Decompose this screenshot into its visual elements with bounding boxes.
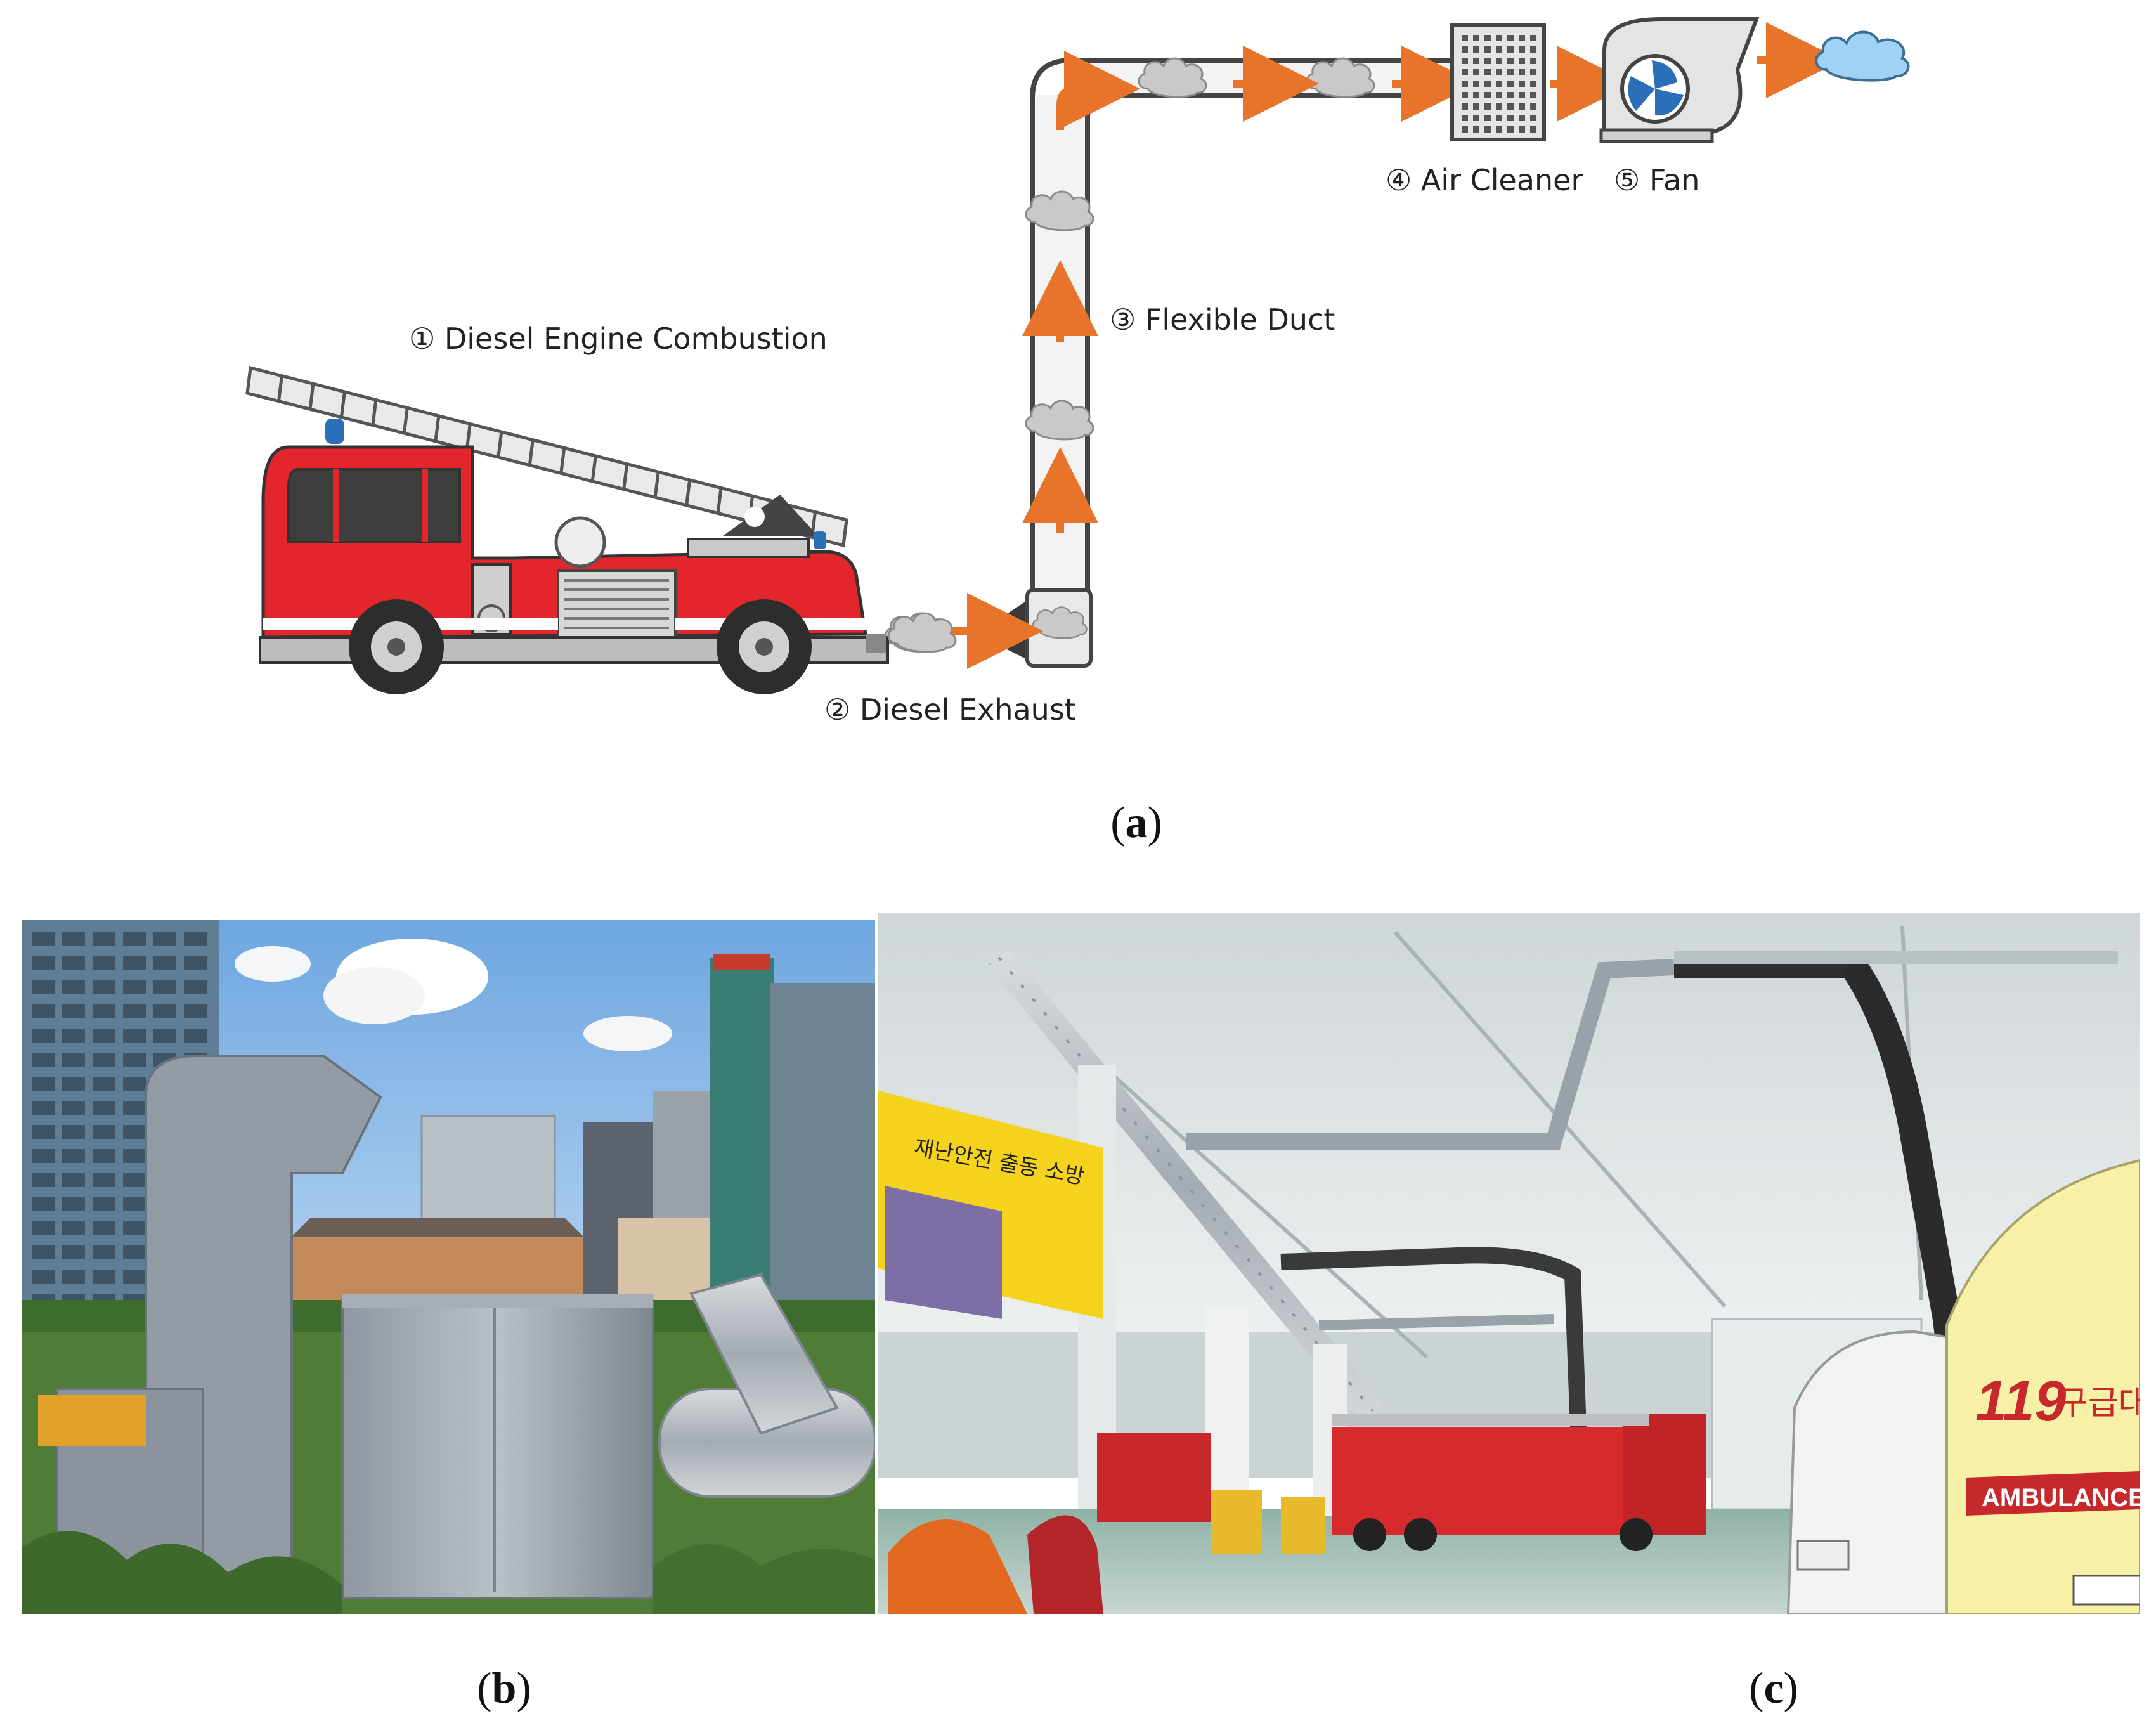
panel-b-photo	[22, 920, 875, 1614]
panel-a-diagram: ① Diesel Engine Combustion ② Diesel Exha…	[245, 17, 1910, 727]
smoke-clouds	[884, 57, 1375, 653]
ambulance-number: 119	[1975, 1370, 2066, 1433]
fire-trucks-parked	[1097, 1414, 1706, 1554]
panel-a-label: (a)	[1110, 798, 1162, 847]
station-sign: 재난안전 출동 소방	[878, 1091, 1103, 1319]
flexible-duct	[1030, 58, 1452, 637]
label-diesel-exhaust: ② Diesel Exhaust	[824, 692, 1076, 727]
clean-air-cloud	[1815, 30, 1910, 82]
ladder	[245, 365, 848, 548]
label-flexible-duct: ③ Flexible Duct	[1110, 302, 1335, 337]
air-cleaner	[1450, 23, 1546, 141]
label-engine-combustion: ① Diesel Engine Combustion	[409, 322, 828, 356]
fan-blade-icon	[1628, 60, 1684, 116]
label-fan: ⑤ Fan	[1614, 163, 1699, 197]
motorcycle	[888, 1515, 1103, 1614]
panel-c-photo: 재난안전 출동 소방	[878, 913, 2149, 1614]
ambulance-unit-text: 구급대	[2058, 1384, 2149, 1422]
ambulance-text: AMBULANCE	[1982, 1484, 2145, 1512]
panel-c-label: (c)	[1749, 1664, 1798, 1713]
fire-truck-icon	[245, 365, 957, 694]
fan	[1599, 17, 1760, 143]
label-air-cleaner: ④ Air Cleaner	[1386, 163, 1583, 197]
panel-b-label: (b)	[477, 1664, 531, 1713]
flow-arrows	[951, 22, 1842, 669]
ambulances: 119 구급대 AMBULANCE	[1786, 1159, 2149, 1614]
